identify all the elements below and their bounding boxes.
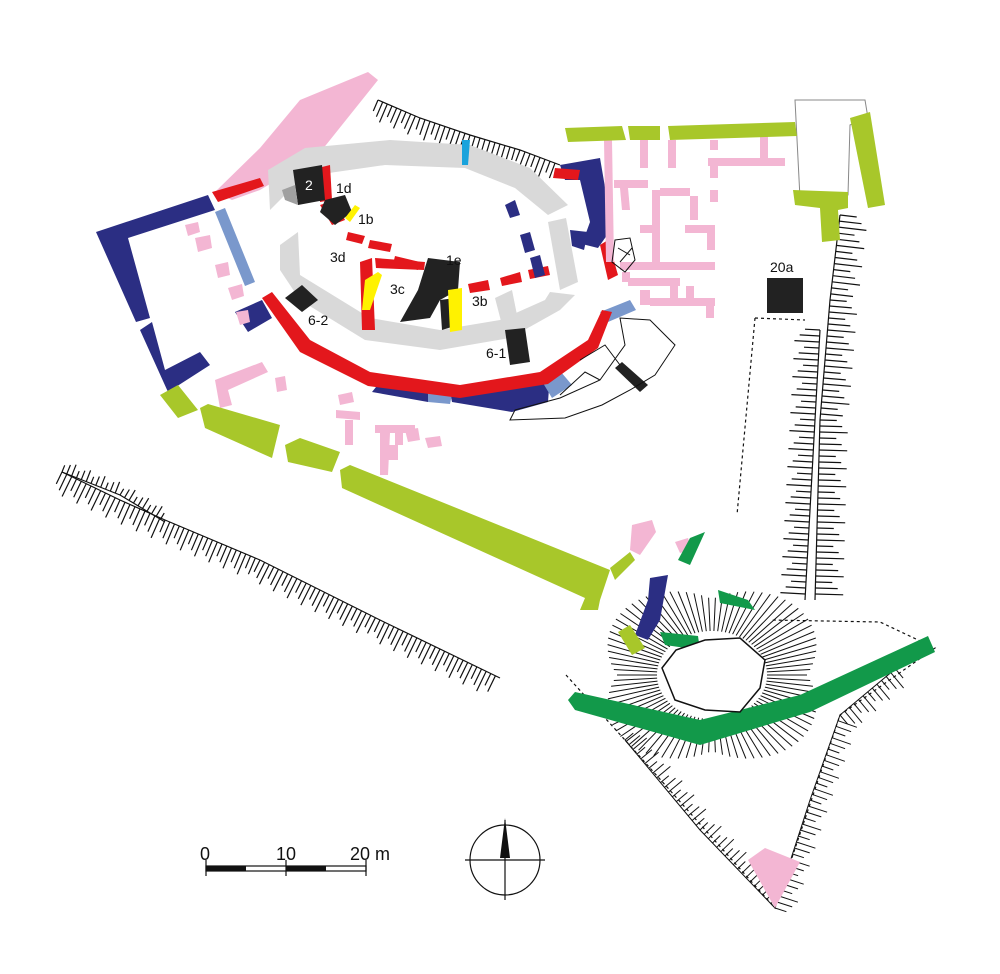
wall-navy-east-tower — [560, 158, 612, 248]
label-3d: 3d — [330, 249, 346, 265]
wall-pink-nw — [215, 72, 378, 200]
wall-grey-3b — [495, 290, 518, 325]
north-arrow-icon — [465, 818, 545, 900]
wall-navy-west2 — [140, 322, 210, 392]
wall-steel-nw — [215, 208, 255, 286]
label-1d: 1d — [336, 180, 352, 196]
wall-grey-east — [548, 218, 578, 290]
walls-navy-inner — [505, 200, 545, 278]
slope-hatching-southwest — [55, 464, 501, 692]
label-6-1: 6-1 — [486, 345, 506, 361]
buildings-black — [285, 165, 803, 392]
label-6-2: 6-2 — [308, 312, 328, 328]
walls-yellow — [345, 205, 462, 332]
walls-lime — [160, 112, 885, 655]
wall-navy-bastion — [235, 300, 272, 332]
wall-navy-west — [96, 195, 215, 322]
label-1b: 1b — [358, 211, 374, 227]
slope-hatching-east — [780, 214, 867, 601]
rock-outcrop — [509, 317, 676, 421]
label-20a: 20a — [770, 259, 794, 275]
slope-hatching-triangle — [624, 664, 904, 913]
wall-navy-gate — [635, 575, 668, 640]
walls-pink-west — [185, 222, 800, 908]
plan-labels: 2 1d 1b 3d 1e 3c 3b 6-2 6-1 20a — [305, 177, 794, 361]
scale-label-20: 20 m — [350, 844, 390, 864]
walls-pink-east — [604, 130, 785, 318]
dashed-outline — [565, 317, 937, 910]
wall-grey-inner-ring — [268, 140, 568, 215]
scale-label-10: 10 — [276, 844, 296, 864]
label-2: 2 — [305, 177, 313, 193]
label-3b: 3b — [472, 293, 488, 309]
scale-bar: 0 10 20 m — [200, 844, 390, 876]
label-1e: 1e — [446, 252, 462, 268]
pit-outline — [661, 637, 766, 713]
building-grey-2 — [282, 185, 298, 205]
walls-green — [568, 532, 935, 745]
label-3c: 3c — [390, 281, 405, 297]
scale-label-0: 0 — [200, 844, 210, 864]
wall-cyan — [462, 140, 470, 165]
wall-navy-east-small — [570, 230, 588, 250]
rock-outcrop-ne — [611, 237, 636, 273]
